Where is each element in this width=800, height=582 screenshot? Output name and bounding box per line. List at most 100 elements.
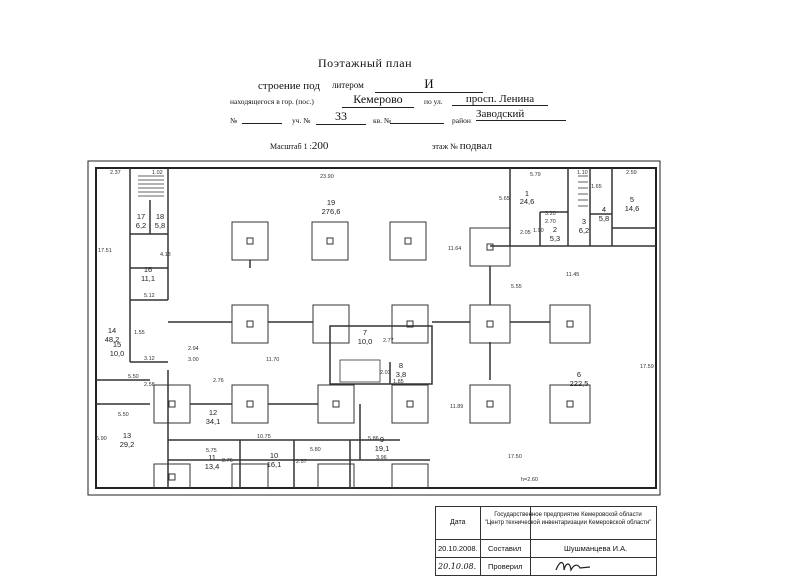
floor-value: подвал: [459, 140, 492, 152]
dimension-label: 5.79: [530, 172, 541, 178]
dimension-label: 17.50: [508, 454, 522, 460]
dimension-label: h=2.60: [521, 477, 538, 483]
room-number: 17: [137, 212, 145, 221]
room-area: 222,5: [570, 379, 589, 388]
located-label: находящегося в гор. (пос.): [230, 97, 314, 106]
room-labels: 1 24,6 2 5,3 3 6,2 4 5,8 5 14,6 6 222,5 …: [105, 189, 640, 471]
room-area: 24,6: [520, 197, 535, 206]
room-number: 8: [399, 361, 403, 370]
stair-hatches: [138, 175, 588, 383]
room-number: 13: [123, 431, 131, 440]
stamp-role-column: [480, 539, 531, 575]
no-blank: [242, 112, 282, 124]
room-number: 15: [113, 340, 121, 349]
dimension-label: 5.75: [206, 448, 217, 454]
apt-blank: [390, 112, 444, 124]
dimension-label: 2.76: [222, 458, 233, 464]
room-number: 1: [525, 189, 529, 198]
room-number: 19: [327, 198, 335, 207]
page-title: Поэтажный план: [318, 56, 413, 70]
dimension-label: 5.86: [368, 436, 379, 442]
dimension-label: 4.18: [160, 252, 171, 258]
apt-label: кв. №: [373, 116, 392, 125]
floor-text: этаж №: [432, 142, 458, 151]
dimension-label: 2.03: [380, 370, 391, 376]
stamp-role-column: [480, 507, 531, 539]
dimension-label: 5.12: [144, 293, 155, 299]
dimension-label: 3.00: [188, 357, 199, 363]
room-number: 10: [270, 451, 278, 460]
dimension-label: 5.50: [128, 374, 139, 380]
stamp-org: Государственное предприятие Кемеровской …: [484, 512, 652, 526]
room-area: 19,1: [375, 444, 390, 453]
room-number: 14: [108, 326, 116, 335]
room-area: 5,8: [599, 214, 609, 223]
room-area: 10,0: [358, 337, 373, 346]
room-number: 5: [630, 195, 634, 204]
dimension-label: 11.45: [566, 272, 579, 278]
room-number: 18: [156, 212, 164, 221]
dimension-label: 23.90: [320, 174, 334, 180]
dimension-labels: 2.37 1.02 23.90 5.79 1.10 1.65 2.59 5.65…: [96, 170, 654, 483]
dimension-label: 11.64: [448, 246, 461, 252]
city-value: Кемерово: [342, 92, 414, 108]
dimension-label: 1.65: [591, 184, 602, 190]
stamp-left-column: [436, 507, 481, 575]
stamp-date-1: 20.10.2008.: [438, 544, 478, 553]
room-number: 6: [577, 370, 581, 379]
room-area: 13,4: [205, 462, 220, 471]
scale-value: 200: [311, 140, 329, 152]
street-value: просп. Ленина: [452, 93, 548, 106]
dimension-label: 11.89: [450, 404, 463, 410]
litera-label: литером: [332, 80, 364, 90]
dimension-label: 2.58: [144, 382, 155, 388]
district-label: район: [452, 116, 471, 125]
room-number: 2: [553, 225, 557, 234]
room-area: 29,2: [120, 440, 135, 449]
dimension-label: 1.85: [393, 379, 404, 385]
district-value: Заводский: [476, 108, 566, 121]
dimension-label: 2.76: [213, 378, 224, 384]
street-label: по ул.: [424, 97, 443, 106]
room-area: 34,1: [206, 417, 221, 426]
dimension-label: 1.90: [533, 228, 544, 234]
dimension-label: 17.51: [98, 248, 112, 254]
room-area: 5,3: [550, 234, 560, 243]
scale-text: Масштаб 1 :: [270, 142, 312, 151]
dimension-label: 1.02: [152, 170, 163, 176]
room-area: 6,2: [136, 221, 146, 230]
dimension-label: 2.59: [626, 170, 637, 176]
signature-mark: [555, 561, 591, 573]
room-number: 9: [380, 435, 384, 444]
room-area: 16,1: [267, 460, 282, 469]
room-area: 10,0: [110, 349, 125, 358]
room-area: 11,1: [141, 274, 155, 283]
room-area: 6,2: [579, 226, 589, 235]
plot-label: уч. №: [292, 116, 311, 125]
dimension-label: 11.70: [266, 357, 279, 363]
dimension-label: 2.70: [545, 219, 556, 225]
dimension-label: 5.90: [96, 436, 107, 442]
dimension-label: 5.55: [511, 284, 522, 290]
room-number: 3: [582, 217, 586, 226]
stamp-divider: [436, 557, 656, 558]
stamp-date-2: 20.10.08.: [438, 562, 477, 571]
dimension-label: 2.05: [520, 230, 531, 236]
dimension-label: 1.55: [134, 330, 145, 336]
dimension-label: 2.57: [296, 459, 307, 465]
room-area: 276,6: [322, 207, 341, 216]
dimension-label: 5.80: [310, 447, 321, 453]
room-number: 12: [209, 408, 217, 417]
dimension-label: 2.37: [110, 170, 121, 176]
room-number: 4: [602, 205, 606, 214]
room-area: 48,2: [105, 335, 120, 344]
room-number: 7: [363, 328, 367, 337]
stamp-name-1: Шушманцева И.А.: [564, 544, 628, 553]
dimension-label: 1.10: [577, 170, 588, 176]
stamp-role-2: Проверил: [488, 562, 523, 571]
building-label: строение под: [258, 80, 320, 92]
dimension-label: 2.94: [188, 346, 199, 352]
dimension-label: 3.96: [376, 455, 387, 461]
dimension-label: 3.12: [144, 356, 155, 362]
stamp-date-label: Дата: [450, 519, 466, 526]
